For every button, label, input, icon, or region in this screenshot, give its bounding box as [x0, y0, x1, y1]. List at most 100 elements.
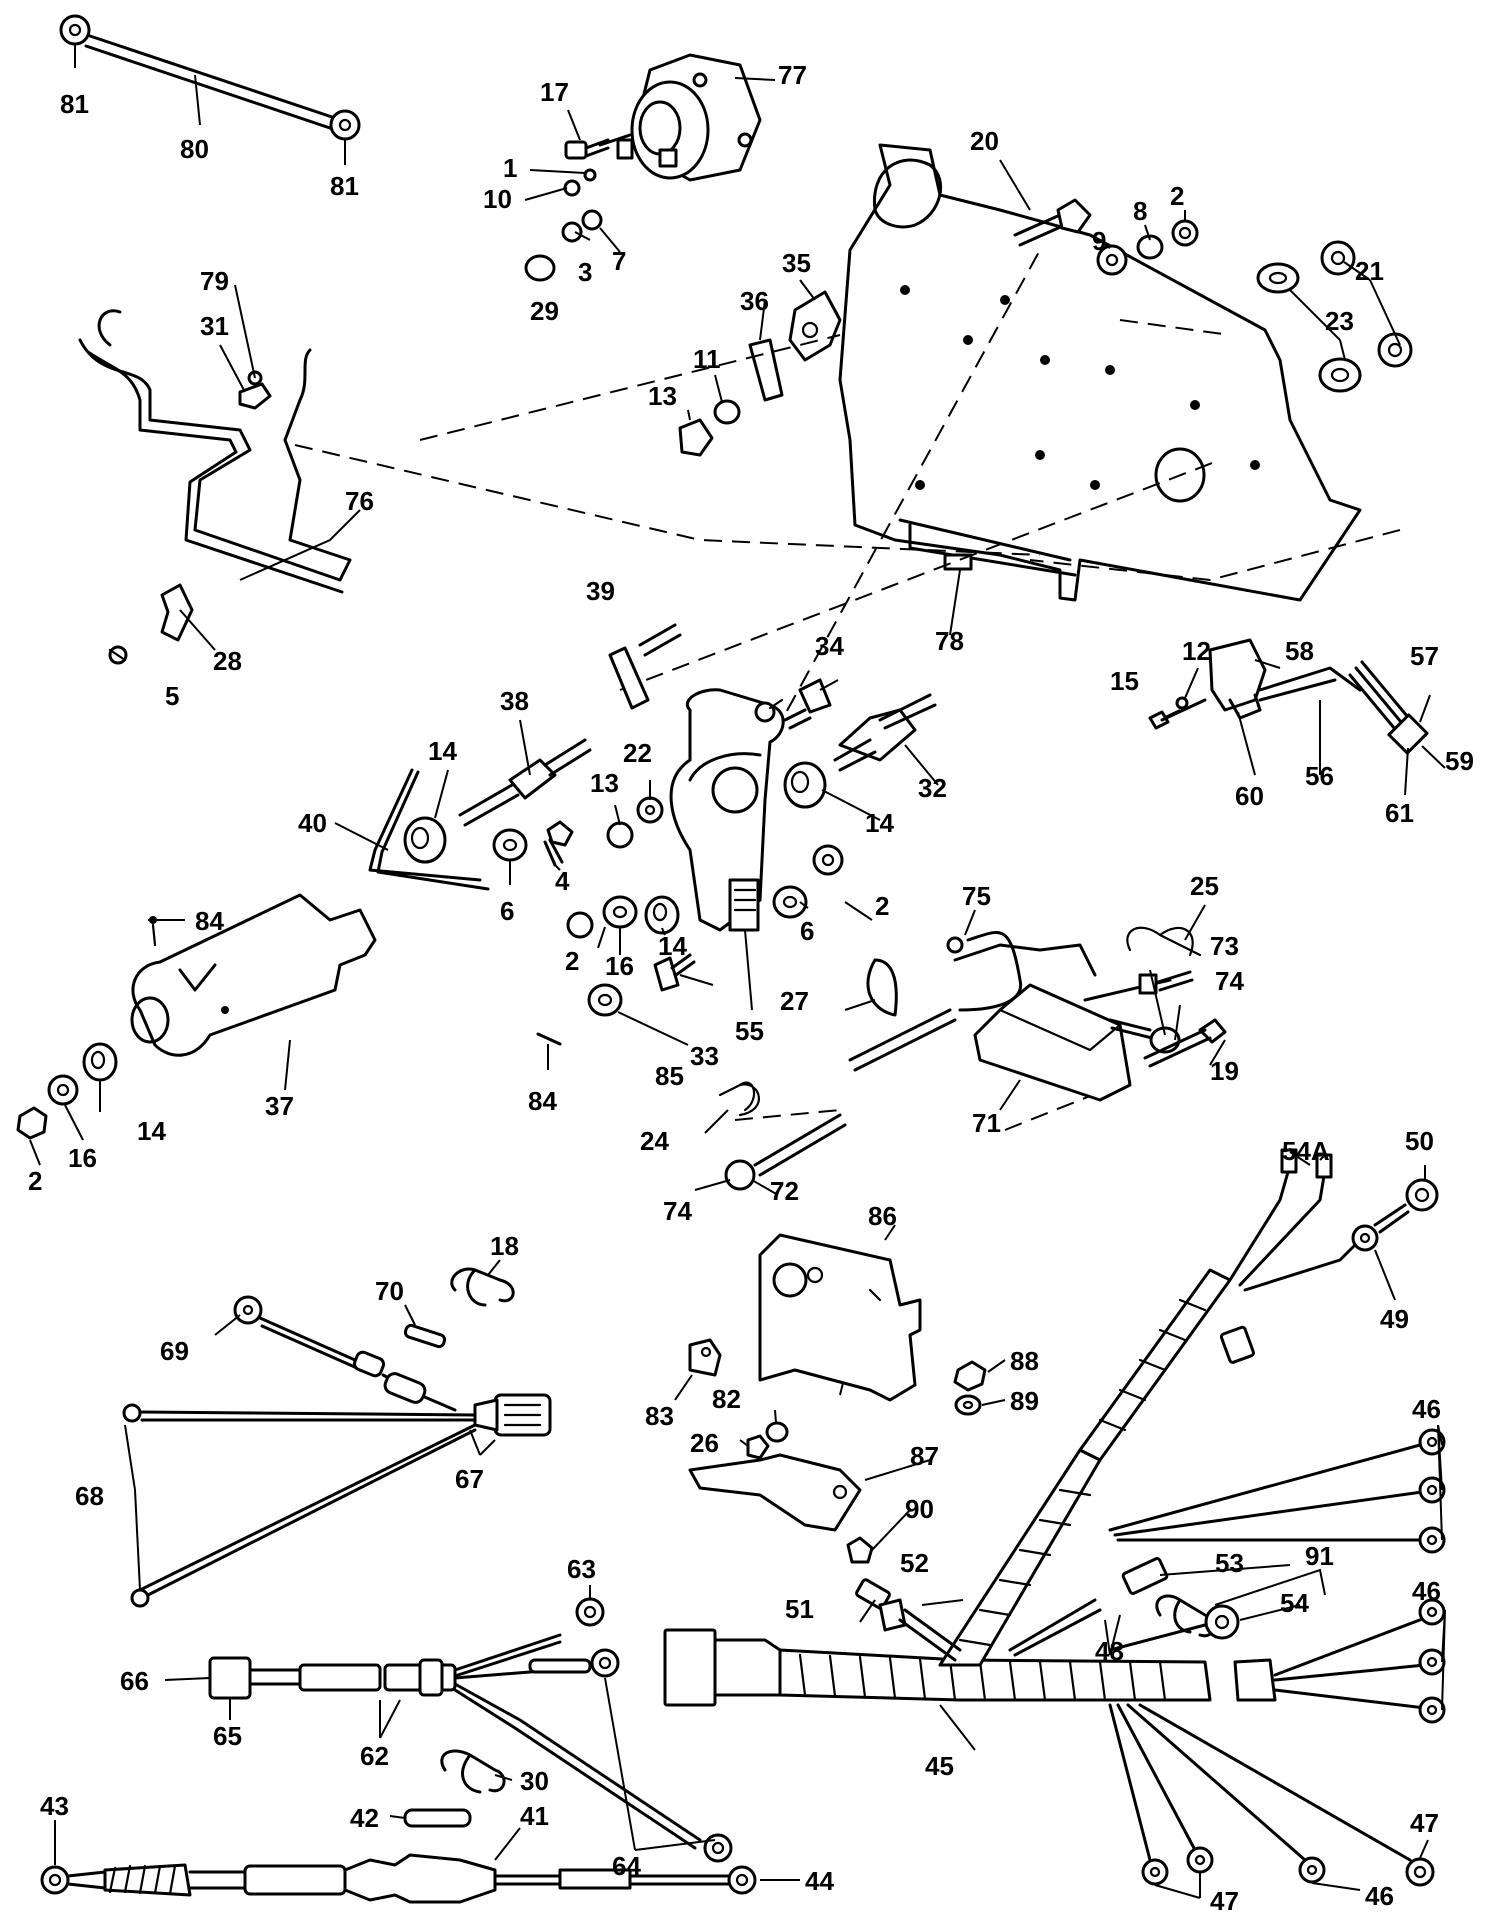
label-8: 8	[1133, 196, 1147, 226]
label-79: 79	[200, 266, 229, 296]
label-46: 46	[1365, 1881, 1394, 1911]
stud-33	[653, 953, 696, 992]
label-85: 85	[655, 1061, 684, 1091]
harness-68-69-67	[122, 1295, 552, 1608]
bolt-20	[1013, 198, 1092, 247]
label-5: 5	[165, 681, 179, 711]
label-78: 78	[935, 626, 964, 656]
leader-lines	[29, 44, 1446, 1899]
label-50: 50	[1405, 1126, 1434, 1156]
leads-48-53-91-54	[1008, 1557, 1240, 1657]
label-80: 80	[180, 134, 209, 164]
label-37: 37	[265, 1091, 294, 1121]
stud-38	[458, 738, 592, 827]
bracket-87-screw-90	[688, 1453, 874, 1564]
label-10: 10	[483, 184, 512, 214]
label-30: 30	[520, 1766, 549, 1796]
washers-9-8-2	[1096, 219, 1199, 276]
hardware-17-1-10-3-7-29	[524, 138, 610, 282]
connector-24-72-74	[718, 1081, 847, 1191]
mounting-bracket-78	[838, 143, 1362, 602]
label-38: 38	[500, 686, 529, 716]
cable-41	[40, 1853, 757, 1904]
label-54A: 54A	[1282, 1136, 1330, 1166]
label-53: 53	[1215, 1548, 1244, 1578]
label-2: 2	[1170, 181, 1184, 211]
label-62: 62	[360, 1741, 389, 1771]
nut-88-washer-89	[953, 1360, 987, 1416]
label-57: 57	[1410, 641, 1439, 671]
link-rod-80	[59, 14, 361, 141]
spring-40	[368, 768, 490, 891]
label-56: 56	[1305, 761, 1334, 791]
leads-46-upper	[1108, 1428, 1446, 1554]
label-88: 88	[1010, 1346, 1039, 1376]
label-6: 6	[800, 916, 814, 946]
label-76: 76	[345, 486, 374, 516]
label-51: 51	[785, 1594, 814, 1624]
label-66: 66	[120, 1666, 149, 1696]
label-40: 40	[298, 808, 327, 838]
label-75: 75	[962, 881, 991, 911]
washer-16-nut-2	[16, 1074, 79, 1140]
label-34: 34	[815, 631, 844, 661]
part-labels: 81 80 81 17 77 1 10 3 7 29 20 8 2 9 21 2…	[28, 60, 1474, 1912]
label-64: 64	[612, 1851, 641, 1881]
label-69: 69	[160, 1336, 189, 1366]
label-16: 16	[68, 1143, 97, 1173]
label-67: 67	[455, 1464, 484, 1494]
label-72: 72	[770, 1176, 799, 1206]
label-2: 2	[565, 946, 579, 976]
label-46: 46	[1412, 1394, 1441, 1424]
label-13: 13	[648, 381, 677, 411]
label-14: 14	[658, 931, 687, 961]
main-harness-45	[663, 1268, 1277, 1707]
label-28: 28	[213, 646, 242, 676]
label-24: 24	[640, 1126, 669, 1156]
label-26: 26	[690, 1428, 719, 1458]
arm-37	[130, 893, 377, 1057]
label-71: 71	[972, 1108, 1001, 1138]
label-29: 29	[530, 296, 559, 326]
label-21: 21	[1355, 256, 1384, 286]
label-68: 68	[75, 1481, 104, 1511]
label-81: 81	[60, 89, 89, 119]
label-48: 48	[1095, 1636, 1124, 1666]
label-91: 91	[1305, 1541, 1334, 1571]
label-52: 52	[900, 1548, 929, 1578]
nuts-21-washers-23	[1256, 240, 1413, 393]
label-89: 89	[1010, 1386, 1039, 1416]
label-43: 43	[40, 1791, 69, 1821]
label-19: 19	[1210, 1056, 1239, 1086]
label-42: 42	[350, 1803, 379, 1833]
label-77: 77	[778, 60, 807, 90]
label-2: 2	[28, 1166, 42, 1196]
label-9: 9	[1092, 226, 1106, 256]
label-27: 27	[780, 986, 809, 1016]
label-81: 81	[330, 171, 359, 201]
leads-47-46-bottom	[1108, 1703, 1435, 1887]
label-15: 15	[1110, 666, 1139, 696]
solenoid-77	[598, 53, 762, 182]
module-71	[848, 930, 1194, 1102]
stud-32	[833, 693, 937, 772]
switch-58-cable-56	[1148, 638, 1429, 755]
clip-30	[440, 1749, 506, 1794]
label-70: 70	[375, 1276, 404, 1306]
label-47: 47	[1210, 1886, 1239, 1912]
label-36: 36	[740, 286, 769, 316]
bushings-14	[82, 761, 827, 1082]
label-11: 11	[693, 344, 721, 374]
label-22: 22	[623, 738, 652, 768]
label-60: 60	[1235, 781, 1264, 811]
harness-62-63-64	[208, 1597, 733, 1863]
label-20: 20	[970, 126, 999, 156]
label-83: 83	[645, 1401, 674, 1431]
fuse-42	[403, 1808, 472, 1828]
bracket-83-screw-82-26	[688, 1338, 789, 1460]
label-84: 84	[195, 906, 224, 936]
pins-84	[149, 916, 562, 1046]
label-1: 1	[503, 153, 517, 183]
